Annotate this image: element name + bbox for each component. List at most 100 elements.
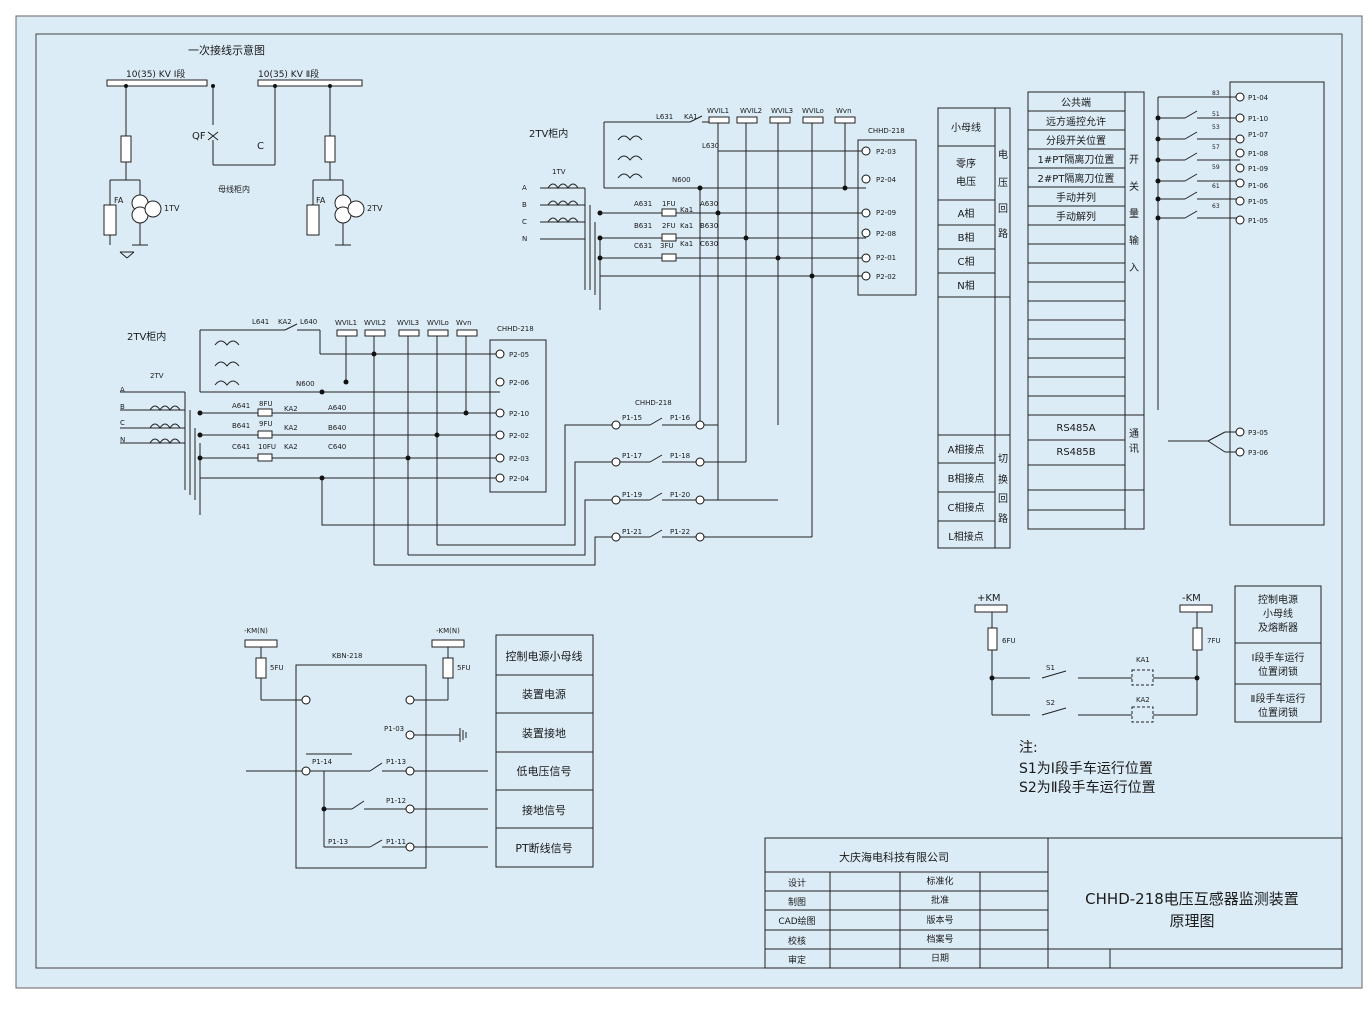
c2-bus-3: WVIL3 xyxy=(397,319,419,327)
ctl-legend-0c: 及熔断器 xyxy=(1258,621,1298,634)
ctl-legend-1a: Ⅰ段手车运行 xyxy=(1252,651,1305,664)
c2-fuse-c-ka: KA2 xyxy=(284,443,298,451)
c2-term-5: P2-03 xyxy=(509,455,529,463)
ctl-legend-2a: Ⅱ段手车运行 xyxy=(1251,692,1306,705)
c2-l: L641 xyxy=(252,318,269,326)
lt-row-l-contact: L相接点 xyxy=(948,530,984,543)
c1-fuse-c-fu: 3FU xyxy=(660,242,674,250)
c2-bus-2: WVIL2 xyxy=(364,319,386,327)
rt-row-1: 远方遥控允许 xyxy=(1046,115,1106,128)
lt-group1-2: 回 xyxy=(998,203,1008,215)
c2-bus-n: Wvn xyxy=(456,319,472,327)
c1-fuse-c-out: C630 xyxy=(700,240,718,248)
c1-device: CHHD-218 xyxy=(868,127,905,135)
tb-left-3: 校核 xyxy=(788,935,806,947)
ctl-fu-right: 7FU xyxy=(1207,637,1221,645)
pw-label-5: PT断线信号 xyxy=(515,841,572,855)
rt-row-rs485a: RS485A xyxy=(1056,423,1095,434)
ctl-s1: S1 xyxy=(1046,664,1055,672)
c1-term-3: P2-09 xyxy=(876,209,896,217)
c2-fuse-b-wire: B641 xyxy=(232,422,250,430)
c2-phase-b: B xyxy=(120,403,125,411)
rt-group1-1: 关 xyxy=(1129,180,1139,193)
c-label: C xyxy=(257,141,264,152)
c1-phase-b: B xyxy=(522,201,527,209)
ctl-legend-2b: 位置闭锁 xyxy=(1258,706,1298,719)
c1-fuse-b-fu: 2FU xyxy=(662,222,676,230)
lt-row-zero-1: 零序 xyxy=(956,157,976,170)
ctl-ka1: KA1 xyxy=(1136,656,1150,664)
lt-row-busbar: 小母线 xyxy=(951,121,981,134)
c2-bus-1: WVIL1 xyxy=(335,319,357,327)
lt-group1-3: 路 xyxy=(998,227,1008,240)
pw-km-right: -KM(N) xyxy=(436,627,460,635)
in-term-2: P1-07 xyxy=(1248,131,1268,139)
c1-ka: KA1 xyxy=(684,113,698,121)
c2-fuse-c-wire: C641 xyxy=(232,443,250,451)
in-num-83: 83 xyxy=(1212,90,1220,97)
in-num-53: 53 xyxy=(1212,124,1220,131)
lt-group2-3: 路 xyxy=(998,512,1008,525)
c1-phase-n: N xyxy=(522,235,527,243)
tb-mid-4: 日期 xyxy=(931,953,949,964)
ctl-km-plus: +KM xyxy=(977,593,1001,604)
c2-term-3: P2-10 xyxy=(509,410,529,418)
rt-group2-0: 通 xyxy=(1129,428,1139,440)
c2-fuse-b-out: B640 xyxy=(328,424,346,432)
switch-4-in: P1-21 xyxy=(622,528,642,536)
comm-term-0: P3-05 xyxy=(1248,429,1268,437)
c2-phase-n: N xyxy=(120,436,125,444)
in-term-7: P1-05 xyxy=(1248,217,1268,225)
rt-row-3: 1#PT隔离刀位置 xyxy=(1038,153,1115,166)
tb-mid-1: 批准 xyxy=(931,894,949,906)
lt-row-a-contact: A相接点 xyxy=(948,443,985,456)
lt-row-zero-2: 电压 xyxy=(956,175,976,188)
c2-fuse-b-ka: KA2 xyxy=(284,424,298,432)
switch-1-out: P1-16 xyxy=(670,414,691,422)
pw-label-2: 装置接地 xyxy=(522,727,566,740)
switch-device: CHHD-218 xyxy=(635,399,672,407)
c2-fuse-a-fu: 8FU xyxy=(259,400,273,408)
pw-label-3: 低电压信号 xyxy=(517,765,572,778)
fa2-label: FA xyxy=(316,196,326,205)
c1-fuse-a-out: A630 xyxy=(700,200,718,208)
pw-term-3: P1-12 xyxy=(386,797,406,805)
c2-term-1: P2-05 xyxy=(509,351,529,359)
in-term-0: P1-04 xyxy=(1248,94,1269,102)
c2-l2: L640 xyxy=(300,318,317,326)
switch-3-out: P1-20 xyxy=(670,491,690,499)
pw-device: KBN-218 xyxy=(332,652,363,660)
c1-term-2: P2-04 xyxy=(876,176,897,184)
c2-fuse-a-ka: KA2 xyxy=(284,405,298,413)
rt-group1-4: 入 xyxy=(1129,263,1139,274)
lt-group2-2: 回 xyxy=(998,493,1008,505)
lt-group2-1: 换 xyxy=(998,473,1008,486)
lt-group2-0: 切 xyxy=(998,453,1008,465)
tb-left-4: 审定 xyxy=(788,954,806,966)
pw-term-1: P1-14 xyxy=(312,758,333,766)
rt-row-4: 2#PT隔离刀位置 xyxy=(1038,172,1115,185)
c1-fuse-a-fu: 1FU xyxy=(662,200,676,208)
c2-phase-a: A xyxy=(120,386,125,394)
c1-phase-a: A xyxy=(522,184,527,192)
notes-line-2: S2为Ⅱ段手车运行位置 xyxy=(1019,779,1156,796)
pw-label-4: 接地信号 xyxy=(522,804,566,817)
c1-fuse-b-ka: Ka1 xyxy=(680,222,693,230)
pw-fuse-right: 5FU xyxy=(457,664,471,672)
ctl-fu-left: 6FU xyxy=(1002,637,1016,645)
c1-fuse-c-wire: C631 xyxy=(634,242,652,250)
ctl-legend-0b: 小母线 xyxy=(1263,607,1293,620)
c2-bus-o: WVILo xyxy=(427,319,449,327)
in-num-63: 63 xyxy=(1212,203,1220,210)
c2-ka: KA2 xyxy=(278,318,292,326)
bus1-label: 10(35) KV Ⅰ段 xyxy=(126,68,185,80)
pw-km-left: -KM(N) xyxy=(244,627,268,635)
in-num-57: 57 xyxy=(1212,144,1220,151)
switch-3-in: P1-19 xyxy=(622,491,642,499)
tb-left-1: 制图 xyxy=(788,896,806,908)
c1-fuse-a-ka: Ka1 xyxy=(680,206,693,214)
in-term-1: P1-10 xyxy=(1248,115,1268,123)
rt-row-rs485b: RS485B xyxy=(1056,447,1095,458)
in-term-6: P1-05 xyxy=(1248,198,1268,206)
